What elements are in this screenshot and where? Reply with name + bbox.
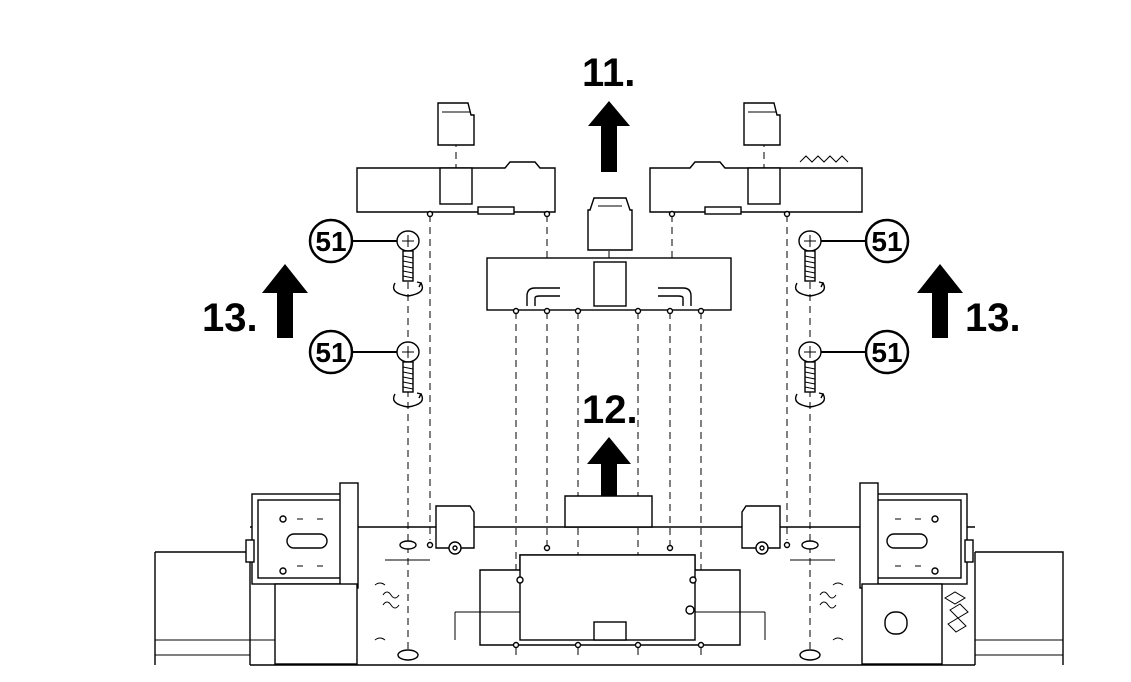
- arrow-up-step-11: [588, 101, 630, 172]
- screw-upper-left: [392, 230, 424, 297]
- arrow-up-step-13-left: [262, 264, 308, 338]
- callout-label: 51: [315, 337, 346, 368]
- screw-lower-left: [392, 341, 424, 408]
- step-13-right-label: 13.: [965, 296, 1021, 340]
- callout-51-upper-left: 51: [308, 218, 397, 264]
- screw-upper-right: [794, 230, 826, 297]
- callout-51-lower-left: 51: [308, 329, 397, 375]
- callout-label: 51: [871, 226, 902, 257]
- callout-51-upper-right: 51: [821, 218, 910, 264]
- callout-51-lower-right: 51: [821, 329, 910, 375]
- upper-right-cover: [649, 102, 863, 218]
- arrow-up-step-13-right: [917, 264, 963, 338]
- screw-lower-right: [794, 341, 826, 408]
- step-11-label: 11.: [582, 51, 635, 95]
- callout-label: 51: [871, 337, 902, 368]
- base-chassis: [154, 482, 1064, 666]
- arrow-up-step-12: [587, 437, 631, 505]
- upper-left-cover: [356, 102, 556, 218]
- step-12-label: 12.: [582, 388, 638, 432]
- step-13-left-label: 13.: [202, 296, 258, 340]
- center-cover: [486, 197, 732, 315]
- callout-label: 51: [315, 226, 346, 257]
